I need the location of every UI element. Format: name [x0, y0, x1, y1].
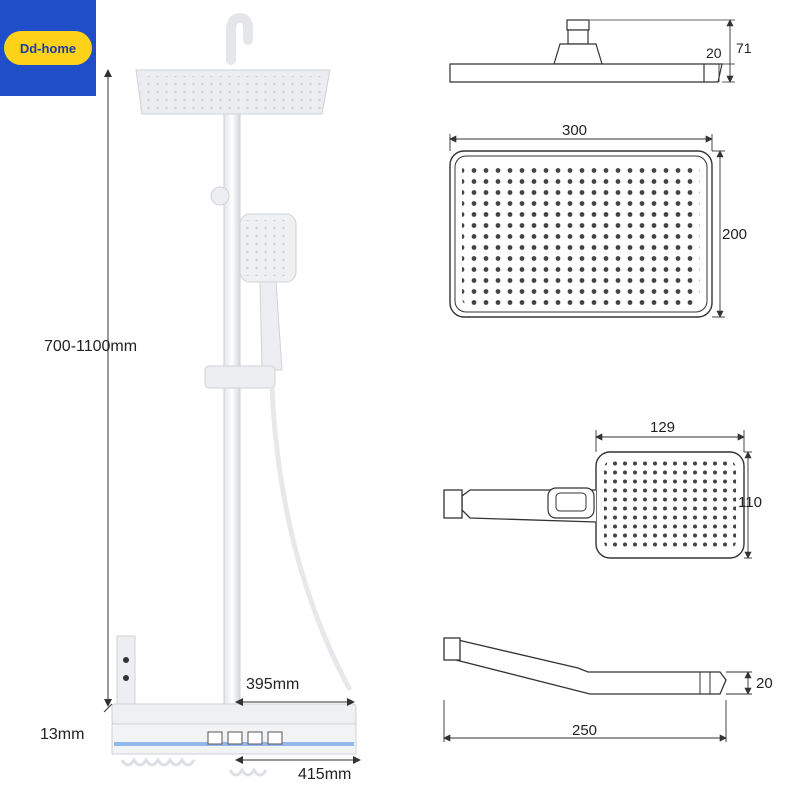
- hand-head-height-label: 110: [738, 494, 762, 511]
- head-width-label: 300: [562, 122, 588, 139]
- main-pipe: [223, 69, 241, 751]
- slider-bracket: [204, 365, 276, 389]
- pipe-height-label: 700-1100mm: [44, 338, 138, 355]
- head-depth-label: 200: [722, 226, 748, 243]
- hand-shower-handle: [259, 281, 283, 371]
- hand-side-thickness-label: 20: [756, 675, 773, 692]
- shelf-depth-label: 13mm: [40, 726, 85, 743]
- spout: [116, 635, 136, 705]
- head-side-total-label: 71: [736, 40, 752, 56]
- shelf-outer-width-label: 415mm: [298, 766, 352, 783]
- hand-length-label: 250: [572, 722, 598, 739]
- hand-side-view: [443, 637, 752, 742]
- hose: [269, 387, 353, 692]
- hand-head-width-label: 129: [650, 419, 676, 436]
- head-side-thickness-label: 20: [706, 45, 722, 61]
- brand-logo: Dd-home: [0, 0, 96, 96]
- product-dimensions: [103, 69, 361, 764]
- gooseneck-arm: [226, 12, 253, 65]
- brand-logo-pill: Dd-home: [4, 31, 92, 65]
- holder-knob: [210, 186, 230, 206]
- shelf-inner-width-label: 395mm: [246, 676, 300, 693]
- brand-logo-text: Dd-home: [19, 40, 77, 56]
- head-top-view: [449, 134, 725, 318]
- head-side-view: [449, 19, 735, 83]
- hand-top-view: [443, 430, 752, 559]
- control-buttons: [207, 731, 283, 745]
- shelf: [111, 703, 357, 725]
- depth-dim-tick: [103, 703, 113, 713]
- shower-product: [111, 12, 357, 777]
